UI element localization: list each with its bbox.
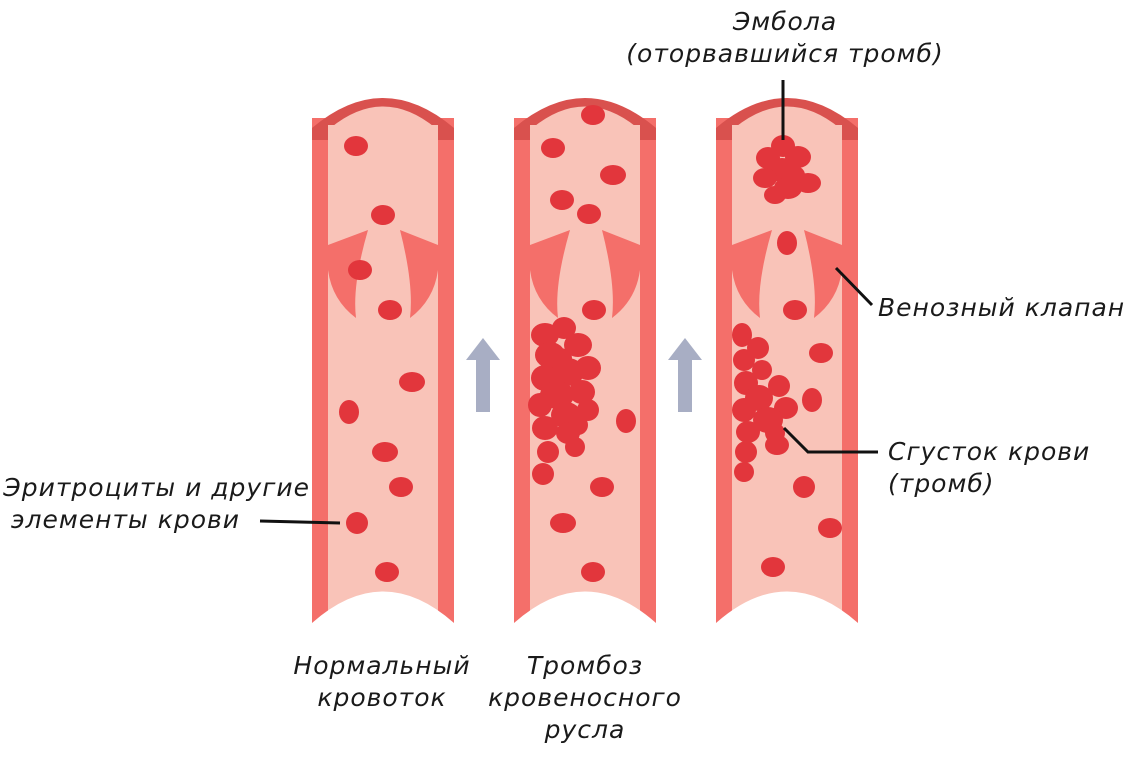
caption-normal: Нормальный кровоток [282,650,482,714]
red-blood-cell [590,477,614,497]
blood-clot [528,317,601,463]
clot-label: Сгусток крови (тромб) [888,436,1090,500]
thrombosis-vessel [514,98,656,623]
red-blood-cell [372,442,398,462]
valve-leader [834,266,874,307]
caption-thrombosis-line1: Тромбоз [526,651,644,680]
clot-label-line1: Сгусток крови [888,437,1091,466]
vessel-lumen [328,125,438,623]
vessel-lumen-top [530,106,640,140]
red-blood-cell [616,409,636,433]
red-blood-cell [582,300,606,320]
leader-lines [259,80,878,525]
red-blood-cell [346,512,368,534]
valve-leaflet-left [328,230,368,318]
red-blood-cell [793,476,815,498]
rbc-leader [259,519,341,525]
valve-leaflet-left [732,230,772,318]
rbc-label-line1: Эритроциты и другие [3,473,310,502]
embolus-label: Эмбола (оторвавшийся тромб) [600,6,970,70]
rbc-label: Эритроциты и другие элементы крови [0,472,310,536]
clot-leader [782,426,878,454]
caption-normal-line1: Нормальный [293,651,471,680]
embolus-label-line2: (оторвавшийся тромб) [626,39,944,68]
red-blood-cell [818,518,842,538]
red-blood-cell [581,562,605,582]
flow-arrow-1 [466,338,500,412]
valve-leaflet-right [602,230,640,318]
red-blood-cell [577,204,601,224]
red-blood-cell [777,231,797,255]
caption-thrombosis: Тромбоз кровеносного русла [480,650,690,746]
red-blood-cell [809,343,833,363]
red-blood-cell [339,400,359,424]
red-blood-cell [550,513,576,533]
red-blood-cell [371,205,395,225]
flow-arrow-2 [668,338,702,412]
red-blood-cell [600,165,626,185]
red-blood-cell [761,557,785,577]
valve-leaflet-right [804,230,842,318]
red-blood-cell [399,372,425,392]
red-blood-cell [348,260,372,280]
vessel-lumen-top [732,106,842,140]
embolus [753,135,821,204]
caption-thrombosis-line2: кровеносного [488,683,682,712]
rbc-label-line2: элементы крови [10,505,240,534]
red-blood-cell [378,300,402,320]
valve-label: Венозный клапан [878,292,1125,324]
valve-leaflet-right [400,230,438,318]
red-blood-cell [541,138,565,158]
vessel-cut-end [716,591,858,623]
clot-label-line2: (тромб) [888,469,995,498]
red-blood-cell [581,105,605,125]
valve-label-text: Венозный клапан [878,293,1126,322]
red-blood-cell [550,190,574,210]
embolus-vessel [716,98,858,623]
red-blood-cell [532,463,554,485]
red-blood-cell [389,477,413,497]
red-blood-cell [765,435,789,455]
vessel-lumen-top [328,106,438,140]
vessel-cut-end [312,591,454,623]
vessel-cut-end [514,591,656,623]
caption-thrombosis-line3: русла [544,715,626,744]
normal-flow-vessel [312,98,454,623]
red-blood-cell [344,136,368,156]
red-blood-cell [802,388,822,412]
embolus-label-line1: Эмбола [732,7,838,36]
blood-clot [732,323,798,482]
red-blood-cell [783,300,807,320]
red-blood-cell [375,562,399,582]
valve-leaflet-left [530,230,570,318]
caption-normal-line2: кровоток [317,683,447,712]
